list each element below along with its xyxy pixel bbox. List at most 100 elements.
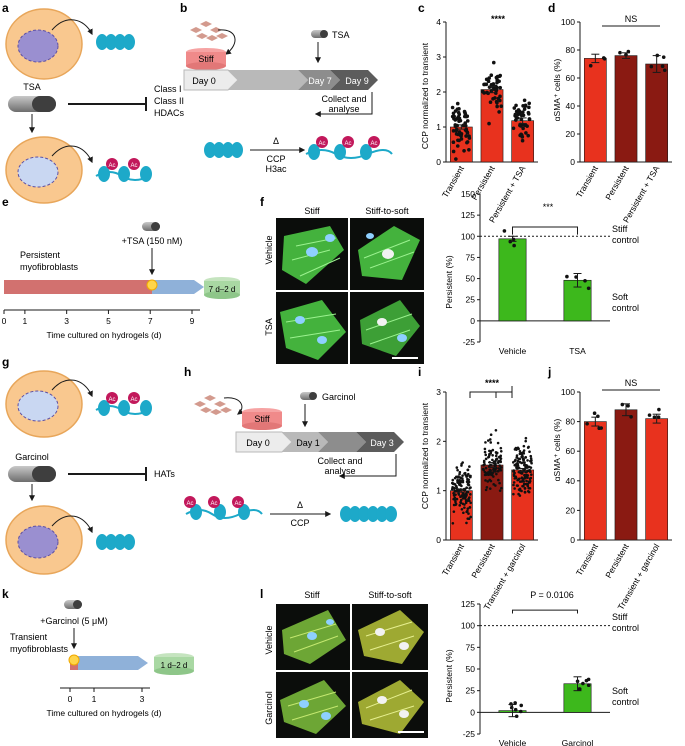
y-tick-label: 50 xyxy=(466,664,476,674)
data-point xyxy=(458,470,462,474)
drug-label: Garcinol xyxy=(322,392,356,402)
chromatin-open: Ac Ac Ac xyxy=(305,136,393,160)
data-point xyxy=(497,110,501,114)
y-tick-label: 0 xyxy=(570,535,575,545)
target-label: HATs xyxy=(154,469,175,479)
data-point xyxy=(492,483,496,486)
data-point xyxy=(483,447,487,451)
data-point xyxy=(454,490,457,493)
data-point xyxy=(467,481,470,484)
svg-text:Ac: Ac xyxy=(318,141,325,147)
data-point xyxy=(629,414,633,419)
data-point xyxy=(657,407,661,412)
data-point xyxy=(466,509,469,513)
timeline-segment xyxy=(318,432,366,452)
data-point xyxy=(496,461,500,465)
bar xyxy=(614,409,638,541)
data-point xyxy=(526,133,531,138)
data-point xyxy=(458,472,461,476)
svg-text:Ac: Ac xyxy=(186,501,193,507)
data-point xyxy=(455,101,460,106)
y-axis-label: Persistent (%) xyxy=(444,255,454,309)
significance: NS xyxy=(625,378,638,388)
data-point xyxy=(489,441,493,444)
data-point xyxy=(523,103,528,108)
data-point xyxy=(527,101,532,106)
y-tick-label: 60 xyxy=(566,73,576,83)
data-point xyxy=(484,441,487,444)
data-point xyxy=(518,123,522,128)
drug-label: TSA xyxy=(23,82,41,92)
svg-text:Ac: Ac xyxy=(108,397,115,403)
data-point xyxy=(491,448,495,452)
data-point xyxy=(499,449,503,453)
data-point xyxy=(451,140,456,144)
data-point xyxy=(520,472,524,475)
data-point xyxy=(465,521,468,525)
data-point xyxy=(581,681,585,686)
data-point xyxy=(489,73,494,78)
data-point xyxy=(453,476,457,480)
y-tick-label: 2 xyxy=(436,87,441,97)
group-label: myofibroblasts xyxy=(20,262,79,272)
data-point xyxy=(499,446,503,450)
svg-text:Day 3: Day 3 xyxy=(370,438,394,448)
data-point xyxy=(494,464,498,467)
drug-label: TSA xyxy=(332,30,350,40)
data-point xyxy=(527,490,531,494)
time-tick-label: 5 xyxy=(106,316,111,326)
data-point xyxy=(456,475,460,478)
timeline-day7 xyxy=(298,70,340,90)
data-point xyxy=(459,134,463,138)
drug-label: +Garcinol (5 μM) xyxy=(40,616,107,626)
data-point xyxy=(451,129,456,133)
data-point xyxy=(489,89,494,93)
arrow xyxy=(314,92,373,117)
nucleus xyxy=(17,525,59,559)
data-point xyxy=(467,136,472,140)
row-label: Vehicle xyxy=(264,235,274,264)
data-point xyxy=(513,112,518,117)
data-point xyxy=(454,500,457,504)
data-point xyxy=(463,121,468,125)
target-label: Class II xyxy=(154,96,184,106)
panel-c: c CCP normalized to transient **** 01234… xyxy=(418,1,538,224)
svg-text:Ac: Ac xyxy=(370,141,377,147)
data-point xyxy=(647,413,652,417)
data-point xyxy=(495,104,499,109)
data-point xyxy=(465,486,468,490)
timeline-day1 xyxy=(282,432,328,452)
panel-letter: g xyxy=(2,355,9,369)
time-tick-label: 3 xyxy=(64,316,69,326)
svg-text:H3ac: H3ac xyxy=(265,164,287,174)
data-point xyxy=(515,456,519,459)
y-tick-label: 80 xyxy=(566,45,576,55)
data-point xyxy=(464,134,468,138)
soft-gel xyxy=(154,657,194,671)
svg-text:Collect and: Collect and xyxy=(317,456,362,466)
tsa-capsule xyxy=(311,30,328,38)
data-point xyxy=(465,140,469,145)
x-axis-label: Time cultured on hydrogels (d) xyxy=(47,708,162,718)
data-point xyxy=(451,521,455,525)
significance: **** xyxy=(485,378,500,388)
data-point xyxy=(518,457,522,461)
data-point xyxy=(484,457,488,461)
soft-gel xyxy=(204,281,240,295)
svg-text:CCP: CCP xyxy=(266,154,285,164)
significance-bracket xyxy=(512,226,578,235)
y-axis-label: Persistent (%) xyxy=(444,649,454,703)
x-tick-label: Transient xyxy=(574,163,601,199)
x-tick-label: Vehicle xyxy=(499,346,527,356)
panel-k: k +Garcinol (5 μM) Transient myofibrobla… xyxy=(2,587,194,718)
data-point xyxy=(490,473,493,477)
x-axis-label: Time cultured on hydrogels (d) xyxy=(47,330,162,340)
data-point xyxy=(486,439,490,442)
cell-cluster xyxy=(190,21,228,41)
data-point xyxy=(514,118,518,122)
timeline-segment xyxy=(228,70,308,90)
data-point xyxy=(462,114,467,119)
nucleus xyxy=(17,29,59,63)
data-point xyxy=(461,461,464,464)
